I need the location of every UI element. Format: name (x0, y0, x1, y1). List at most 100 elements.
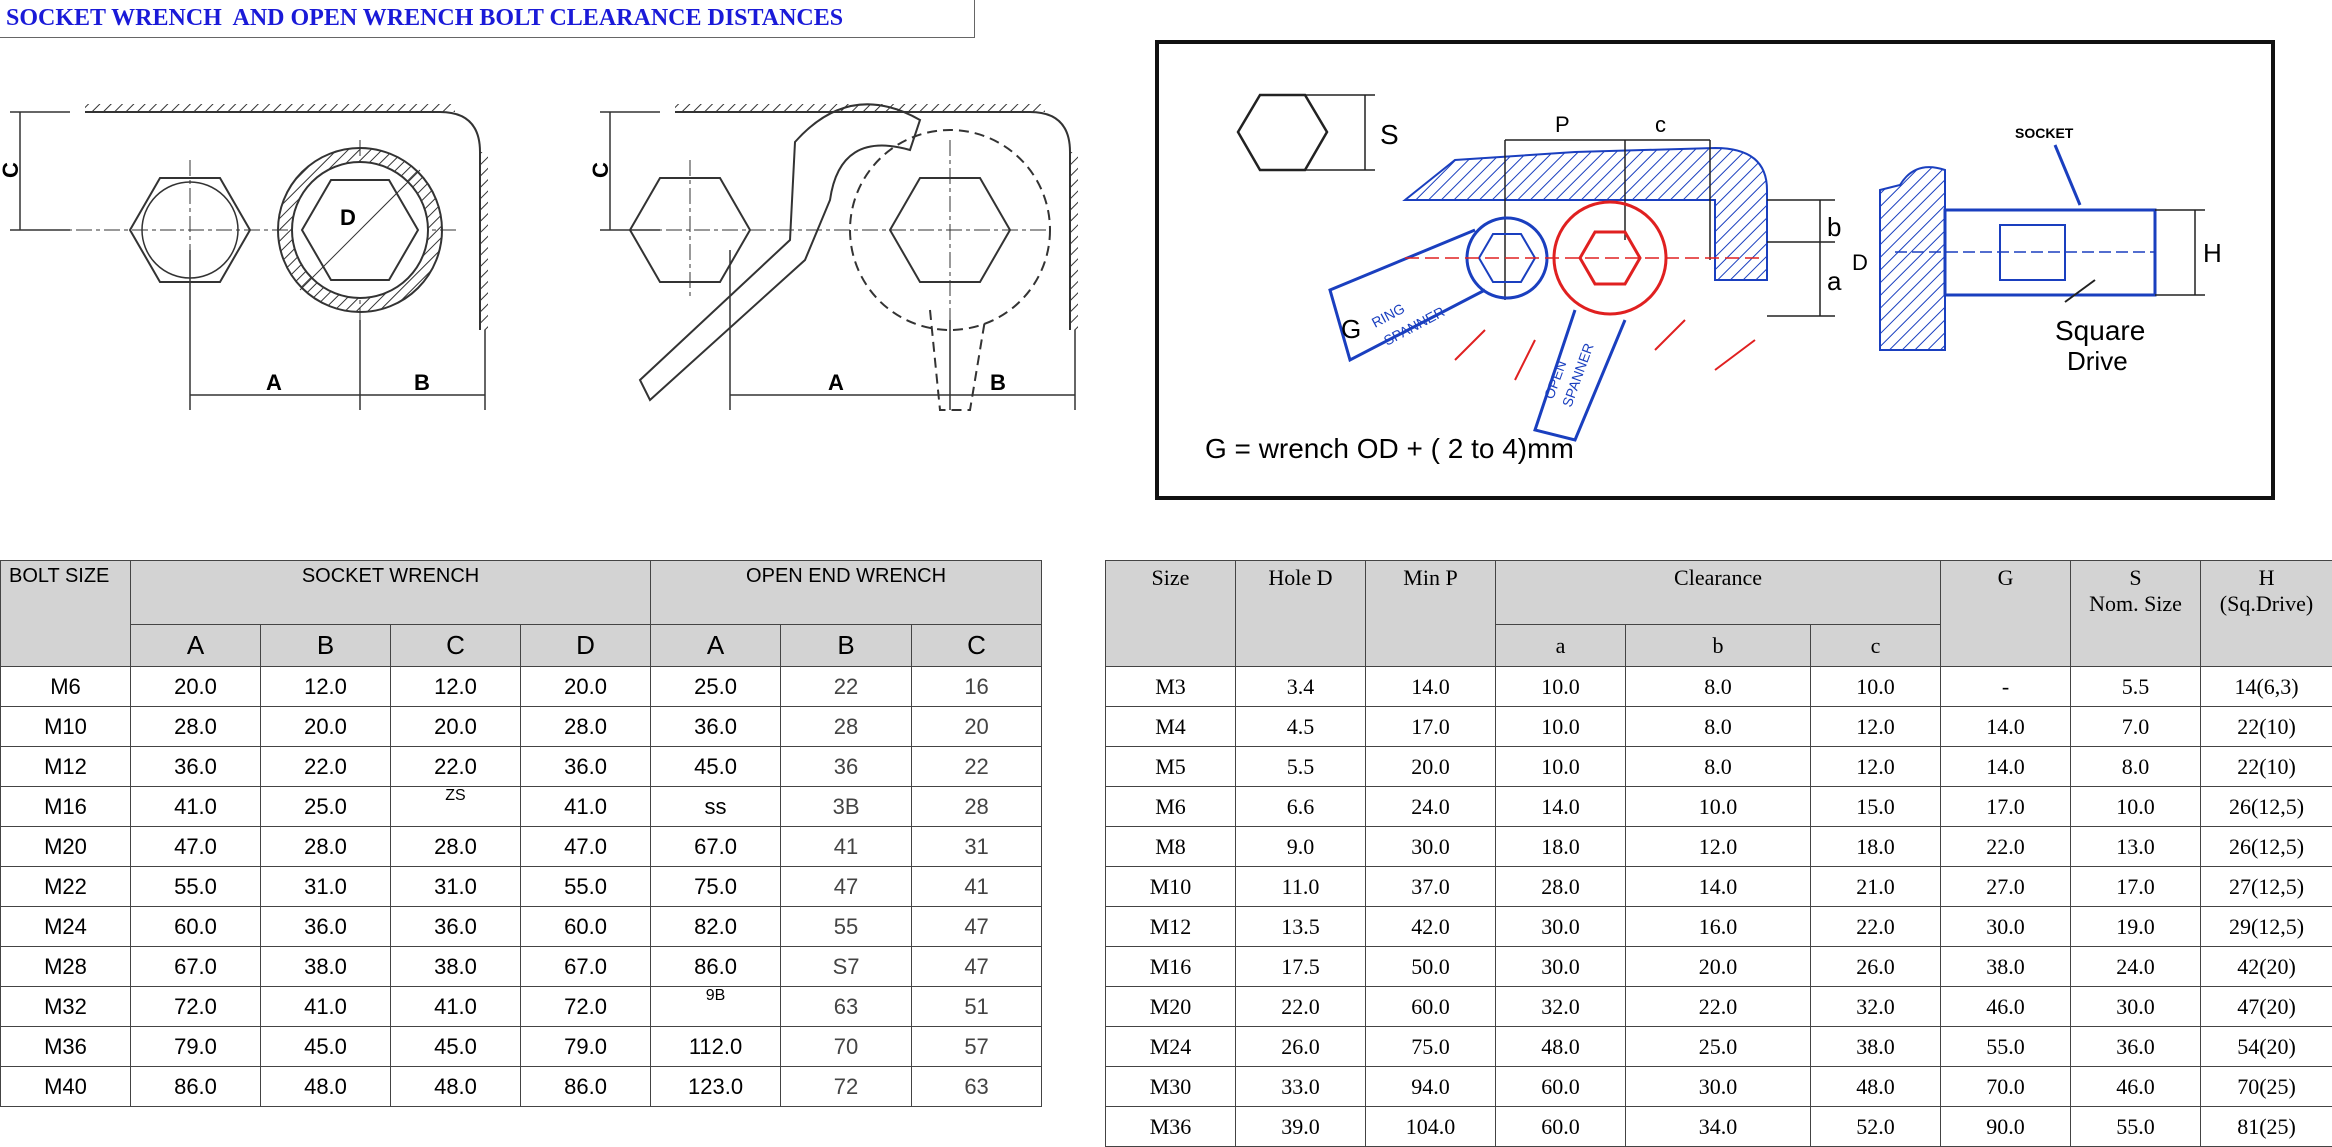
table-cell: 42.0 (1366, 907, 1496, 947)
column-header-b: b (1626, 625, 1811, 667)
row-label: M22 (1, 867, 131, 907)
table-cell: 10.0 (1496, 707, 1626, 747)
table-cell: 17.5 (1236, 947, 1366, 987)
table-cell: 3B (781, 787, 912, 827)
header-min-p: Min P (1366, 561, 1496, 667)
table-cell: 26.0 (1236, 1027, 1366, 1067)
table-cell: ZS (391, 787, 521, 827)
table-cell: 67.0 (521, 947, 651, 987)
table-header-row: BOLT SIZE SOCKET WRENCH OPEN END WRENCH (1, 561, 1042, 625)
g-label: G (1341, 314, 1361, 344)
table-cell: 13.5 (1236, 907, 1366, 947)
table-cell: 5.5 (1236, 747, 1366, 787)
table-cell: 67.0 (651, 827, 781, 867)
column-header-a: a (1496, 625, 1626, 667)
table-cell: 27.0 (1941, 867, 2071, 907)
column-header-c: c (1811, 625, 1941, 667)
wrench-clearance-drawing: C D A B C A B (0, 90, 1090, 490)
row-label: M12 (1106, 907, 1236, 947)
column-header-c: C (912, 625, 1042, 667)
row-label: M20 (1, 827, 131, 867)
table-cell: 36.0 (521, 747, 651, 787)
table-cell: 55.0 (1941, 1027, 2071, 1067)
table-cell: 25.0 (1626, 1027, 1811, 1067)
table-cell: 48.0 (1496, 1027, 1626, 1067)
table-cell: 4.5 (1236, 707, 1366, 747)
table-cell: 55 (781, 907, 912, 947)
table-cell: - (1941, 667, 2071, 707)
table-cell: 16 (912, 667, 1042, 707)
table-cell: 41 (912, 867, 1042, 907)
table-cell: 39.0 (1236, 1107, 1366, 1147)
table-cell: S7 (781, 947, 912, 987)
header-open-end-wrench: OPEN END WRENCH (651, 561, 1042, 625)
table-cell: 86.0 (651, 947, 781, 987)
table-cell: 17.0 (2071, 867, 2201, 907)
table-cell: 20.0 (131, 667, 261, 707)
table-cell: 82.0 (651, 907, 781, 947)
table-cell: 70.0 (1941, 1067, 2071, 1107)
table-cell: 30.0 (1496, 947, 1626, 987)
table-cell: 12.0 (1811, 747, 1941, 787)
table-cell: 17.0 (1366, 707, 1496, 747)
table-cell: 20.0 (391, 707, 521, 747)
table-cell: 25.0 (261, 787, 391, 827)
table-cell: 24.0 (2071, 947, 2201, 987)
dim-label-a2: A (828, 370, 844, 395)
column-header-a: A (651, 625, 781, 667)
table-cell: 75.0 (1366, 1027, 1496, 1067)
table-cell: 67.0 (131, 947, 261, 987)
table-cell: 79.0 (131, 1027, 261, 1067)
header-size: Size (1106, 561, 1236, 667)
table-cell: 17.0 (1941, 787, 2071, 827)
table-cell: 22 (912, 747, 1042, 787)
row-label: M32 (1, 987, 131, 1027)
table-cell: 72.0 (521, 987, 651, 1027)
table-cell: 47.0 (521, 827, 651, 867)
table-cell: 20.0 (261, 707, 391, 747)
row-label: M16 (1106, 947, 1236, 987)
table-cell: 16.0 (1626, 907, 1811, 947)
ring-open-spanner-drawing: S P c b a G RING SPANNER OPEN SPANNER D … (1155, 40, 2275, 500)
table-cell: 41 (781, 827, 912, 867)
table-cell: 36.0 (131, 747, 261, 787)
drive-label: Drive (2067, 346, 2128, 376)
row-label: M40 (1, 1067, 131, 1107)
table-cell: 48.0 (391, 1067, 521, 1107)
table-cell: 9B (651, 987, 781, 1027)
table-cell: 10.0 (1496, 747, 1626, 787)
table-cell: 38.0 (261, 947, 391, 987)
page-title: SOCKET WRENCH AND OPEN WRENCH BOLT CLEAR… (0, 0, 975, 38)
table-cell: 31.0 (261, 867, 391, 907)
table-cell: 5.5 (2071, 667, 2201, 707)
table-cell: 70(25) (2201, 1067, 2332, 1107)
dim-label-c-small: c (1655, 112, 1666, 137)
row-label: M16 (1, 787, 131, 827)
table-cell: 14.0 (1626, 867, 1811, 907)
table-cell: 55.0 (131, 867, 261, 907)
table-cell: 8.0 (1626, 667, 1811, 707)
table-cell: 10.0 (1811, 667, 1941, 707)
table-cell: 30.0 (2071, 987, 2201, 1027)
table-cell: 86.0 (131, 1067, 261, 1107)
table-cell: 34.0 (1626, 1107, 1811, 1147)
table-cell: 63 (781, 987, 912, 1027)
table-cell: 12.0 (1811, 707, 1941, 747)
column-header-a: A (131, 625, 261, 667)
table-cell: 28.0 (521, 707, 651, 747)
table-cell: 36.0 (651, 707, 781, 747)
table-cell: 104.0 (1366, 1107, 1496, 1147)
table-cell: 45.0 (651, 747, 781, 787)
row-label: M24 (1, 907, 131, 947)
table-cell: 28 (912, 787, 1042, 827)
table-cell: ss (651, 787, 781, 827)
table-cell: 8.0 (1626, 707, 1811, 747)
